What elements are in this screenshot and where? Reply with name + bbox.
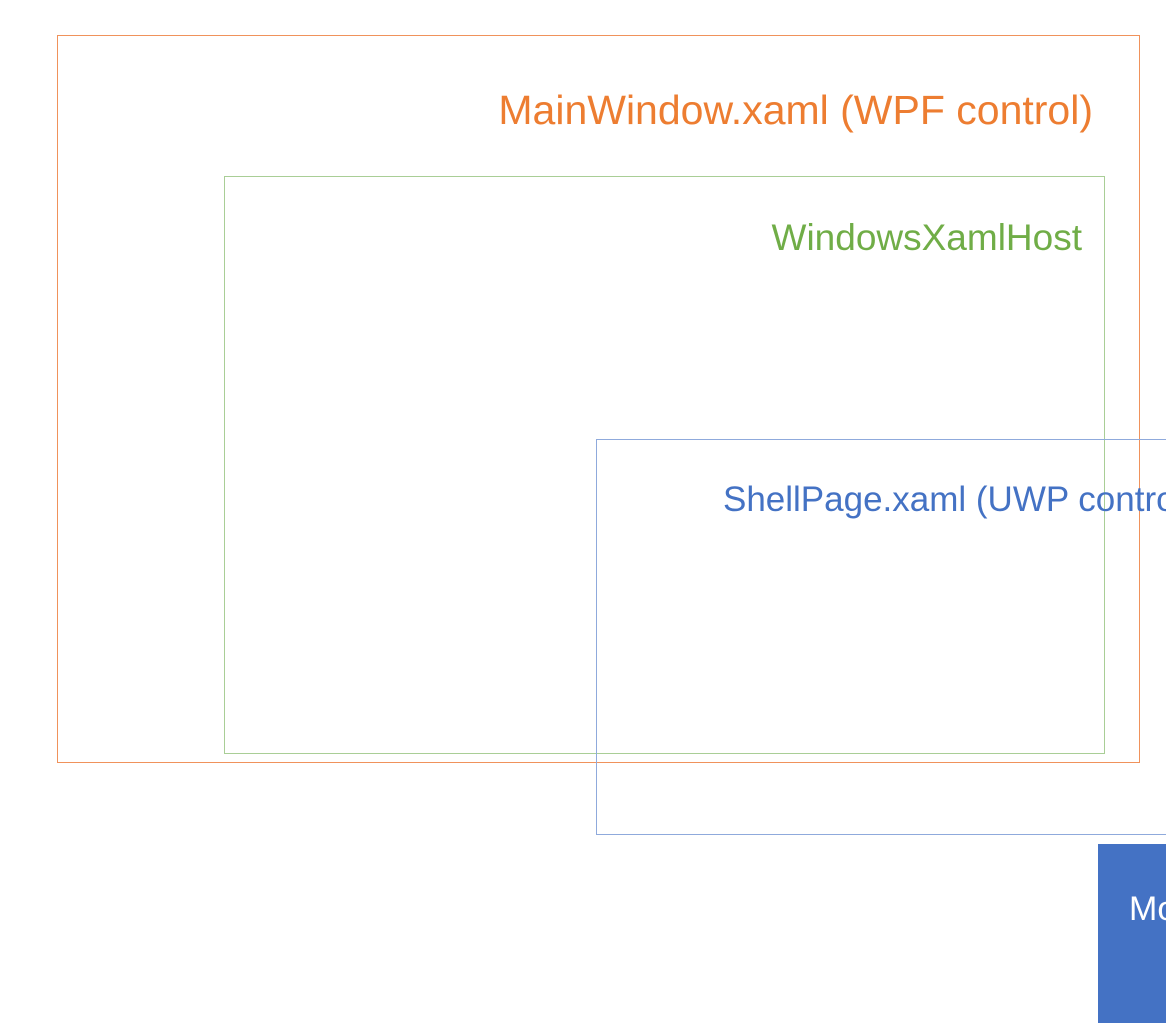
layer-shellpage-xaml-label: ShellPage.xaml (UWP control) bbox=[722, 480, 1166, 519]
module-1-name: Module bbox=[1128, 890, 1166, 929]
layer-windowsxamlhost-label: WindowsXamlHost bbox=[771, 217, 1082, 258]
diagram-canvas: MainWindow.xaml (WPF control) WindowsXam… bbox=[57, 35, 1166, 1023]
layer-mainwindow-xaml-label: MainWindow.xaml (WPF control) bbox=[498, 87, 1093, 133]
layer-shellpage-xaml: ShellPage.xaml (UWP control) Module 1 Mo… bbox=[596, 439, 1166, 1023]
layer-windowsxamlhost: WindowsXamlHost ShellPage.xaml (UWP cont… bbox=[224, 176, 1166, 1023]
module-box-1[interactable]: Module 1 bbox=[1098, 844, 1166, 1023]
module-1-label: Module 1 bbox=[1129, 889, 1166, 972]
layer-mainwindow-xaml: MainWindow.xaml (WPF control) WindowsXam… bbox=[57, 35, 1166, 1023]
module-1-number: 1 bbox=[1129, 931, 1166, 972]
